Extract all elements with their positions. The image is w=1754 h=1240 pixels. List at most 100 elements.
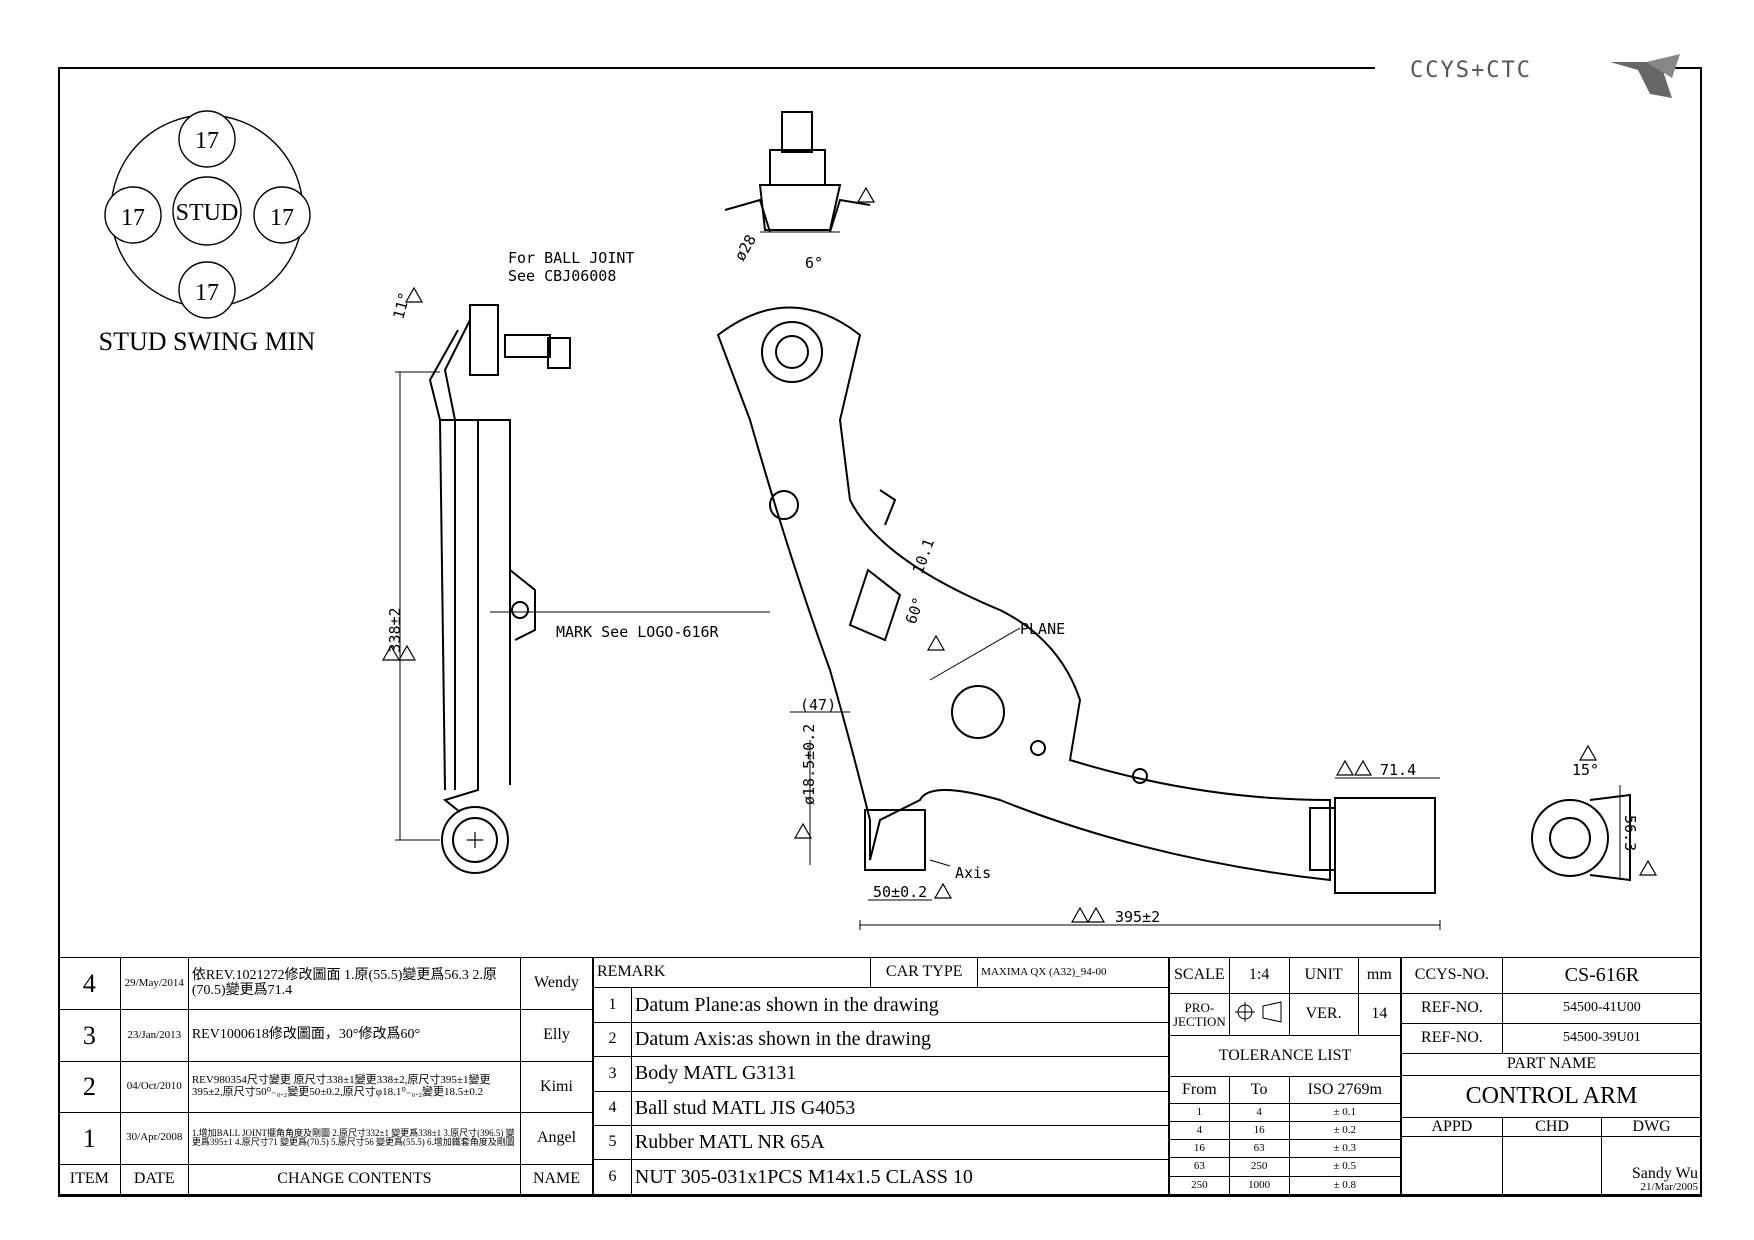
dim-47: (47) <box>800 696 836 714</box>
revision-name: Angel <box>519 1111 594 1165</box>
tol-to: 63 <box>1228 1139 1290 1159</box>
revision-table: 4 29/May/2014 依REV.1021272修改圖面 1.原(55.5)… <box>58 956 594 1196</box>
part-info-table: CCYS-NO. CS-616R REF-NO. 54500-41U00 REF… <box>1401 956 1703 1195</box>
drawn-date: 21/Mar/2005 <box>1640 1181 1698 1194</box>
remark-title: REMARK <box>592 956 872 989</box>
revision-header-row: ITEM DATE CHANGE CONTENTS NAME <box>58 1163 594 1196</box>
tol-col-from: From <box>1169 1076 1230 1104</box>
appd-sign <box>1401 1136 1503 1195</box>
unit-value: mm <box>1357 956 1402 995</box>
revision-date: 04/Oct/2010 <box>119 1061 189 1113</box>
tol-from: 250 <box>1169 1175 1230 1196</box>
stud-swing-diagram <box>104 110 311 319</box>
tol-value: ± 0.2 <box>1288 1121 1402 1141</box>
col-name: NAME <box>519 1163 594 1196</box>
tol-col-to: To <box>1228 1076 1290 1104</box>
tol-value: ± 0.5 <box>1288 1157 1402 1177</box>
part-name-label: PART NAME <box>1401 1053 1702 1076</box>
axis-label: Axis <box>955 864 991 882</box>
tol-col-iso: ISO 2769m <box>1288 1076 1402 1104</box>
drawn-by: Sandy Wu <box>1631 1164 1698 1182</box>
tol-value: ± 0.1 <box>1288 1102 1402 1123</box>
angle-6: 6° <box>805 254 823 272</box>
angle-60: 60° <box>902 595 928 627</box>
technical-drawing: STUD 17 17 17 17 STUD SWING MIN For BALL… <box>99 110 1658 930</box>
ref-no-2: 54500-39U01 <box>1501 1023 1703 1055</box>
revision-item: 2 <box>58 1061 121 1113</box>
main-arm-view <box>716 306 1631 930</box>
tol-to: 16 <box>1228 1121 1290 1141</box>
revision-item: 3 <box>58 1009 121 1063</box>
revision-date: 29/May/2014 <box>119 956 189 1011</box>
part-name: CONTROL ARM <box>1401 1074 1702 1119</box>
side-view <box>395 304 770 874</box>
revision-date: 30/Apr/2008 <box>119 1111 189 1165</box>
ball-joint-top <box>724 111 871 233</box>
revision-date: 23/Jan/2013 <box>119 1009 189 1063</box>
remark-text: Rubber MATL NR 65A <box>630 1125 1170 1161</box>
swing-angle-left: 17 <box>121 205 145 231</box>
dim-18-5: ø18.5±0.2 <box>800 724 818 805</box>
revision-contents: 1.增加BALL JOINT擺角角度及剛圖 2.原尺寸332±1 變更爲338±… <box>187 1111 521 1165</box>
dim-71-4: 71.4 <box>1380 761 1416 779</box>
mark-note: MARK See LOGO-616R <box>556 623 720 641</box>
revision-row: 2 04/Oct/2010 REV980354尺寸變更 原尺寸338±1變更33… <box>58 1061 594 1113</box>
ref-no-1: 54500-41U00 <box>1501 993 1703 1025</box>
tolerance-table: SCALE 1:4 UNIT mm PRO-JECTION VER. 14 TO… <box>1169 956 1402 1196</box>
revision-contents: 依REV.1021272修改圖面 1.原(55.5)變更爲56.3 2.原(70… <box>187 956 521 1011</box>
dim-338: 338±2 <box>386 607 404 652</box>
logo-mark-icon <box>1610 54 1680 98</box>
revision-contents: REV980354尺寸變更 原尺寸338±1變更338±2,原尺寸395±1變更… <box>187 1061 521 1113</box>
stud-swing-title: STUD SWING MIN <box>99 327 316 356</box>
revision-name: Wendy <box>519 956 594 1011</box>
revision-name: Kimi <box>519 1061 594 1113</box>
dim-50: 50±0.2 <box>873 883 927 901</box>
remark-text: Datum Axis:as shown in the drawing <box>630 1021 1170 1058</box>
dwg-sign: Sandy Wu 21/Mar/2005 <box>1601 1136 1702 1195</box>
frame-gap <box>1375 64 1655 70</box>
ball-joint-note-1: For BALL JOINT <box>508 249 634 267</box>
remark-no: 4 <box>593 1090 632 1127</box>
appd-label: APPD <box>1401 1117 1503 1138</box>
ref-no-label-1: REF-NO. <box>1401 993 1503 1025</box>
remark-no: 2 <box>593 1021 632 1058</box>
col-item: ITEM <box>58 1163 121 1196</box>
ccys-no-value: CS-616R <box>1501 956 1703 995</box>
col-contents: CHANGE CONTENTS <box>187 1163 521 1196</box>
revision-markers <box>381 186 1658 923</box>
logo-text: CCYS+CTC <box>1410 58 1532 83</box>
plane-label: PLANE <box>1020 620 1065 638</box>
tol-to: 250 <box>1228 1157 1290 1177</box>
dim-56-3: 56.3 <box>1621 815 1639 851</box>
remark-no: 1 <box>593 987 632 1023</box>
ccys-no-label: CCYS-NO. <box>1401 956 1503 995</box>
tol-from: 1 <box>1169 1102 1230 1123</box>
revision-contents: REV1000618修改圖面，30°修改爲60° <box>187 1009 521 1063</box>
dim-10-1: 10.1 <box>909 536 938 576</box>
tolerance-title: TOLERANCE LIST <box>1169 1034 1401 1078</box>
projection-label: PRO-JECTION <box>1169 993 1230 1036</box>
remark-text: Datum Plane:as shown in the drawing <box>630 987 1170 1023</box>
company-logo: CCYS+CTC <box>1410 50 1690 100</box>
dim-395: 395±2 <box>1115 908 1160 926</box>
drawing-frame <box>58 67 1702 1197</box>
revision-item: 1 <box>58 1111 121 1165</box>
revision-row: 3 23/Jan/2013 REV1000618修改圖面，30°修改爲60° E… <box>58 1009 594 1063</box>
revision-item: 4 <box>58 956 121 1011</box>
revision-row: 4 29/May/2014 依REV.1021272修改圖面 1.原(55.5)… <box>58 956 594 1011</box>
remark-no: 6 <box>593 1159 632 1195</box>
revision-name: Elly <box>519 1009 594 1063</box>
tol-to: 1000 <box>1228 1175 1290 1196</box>
